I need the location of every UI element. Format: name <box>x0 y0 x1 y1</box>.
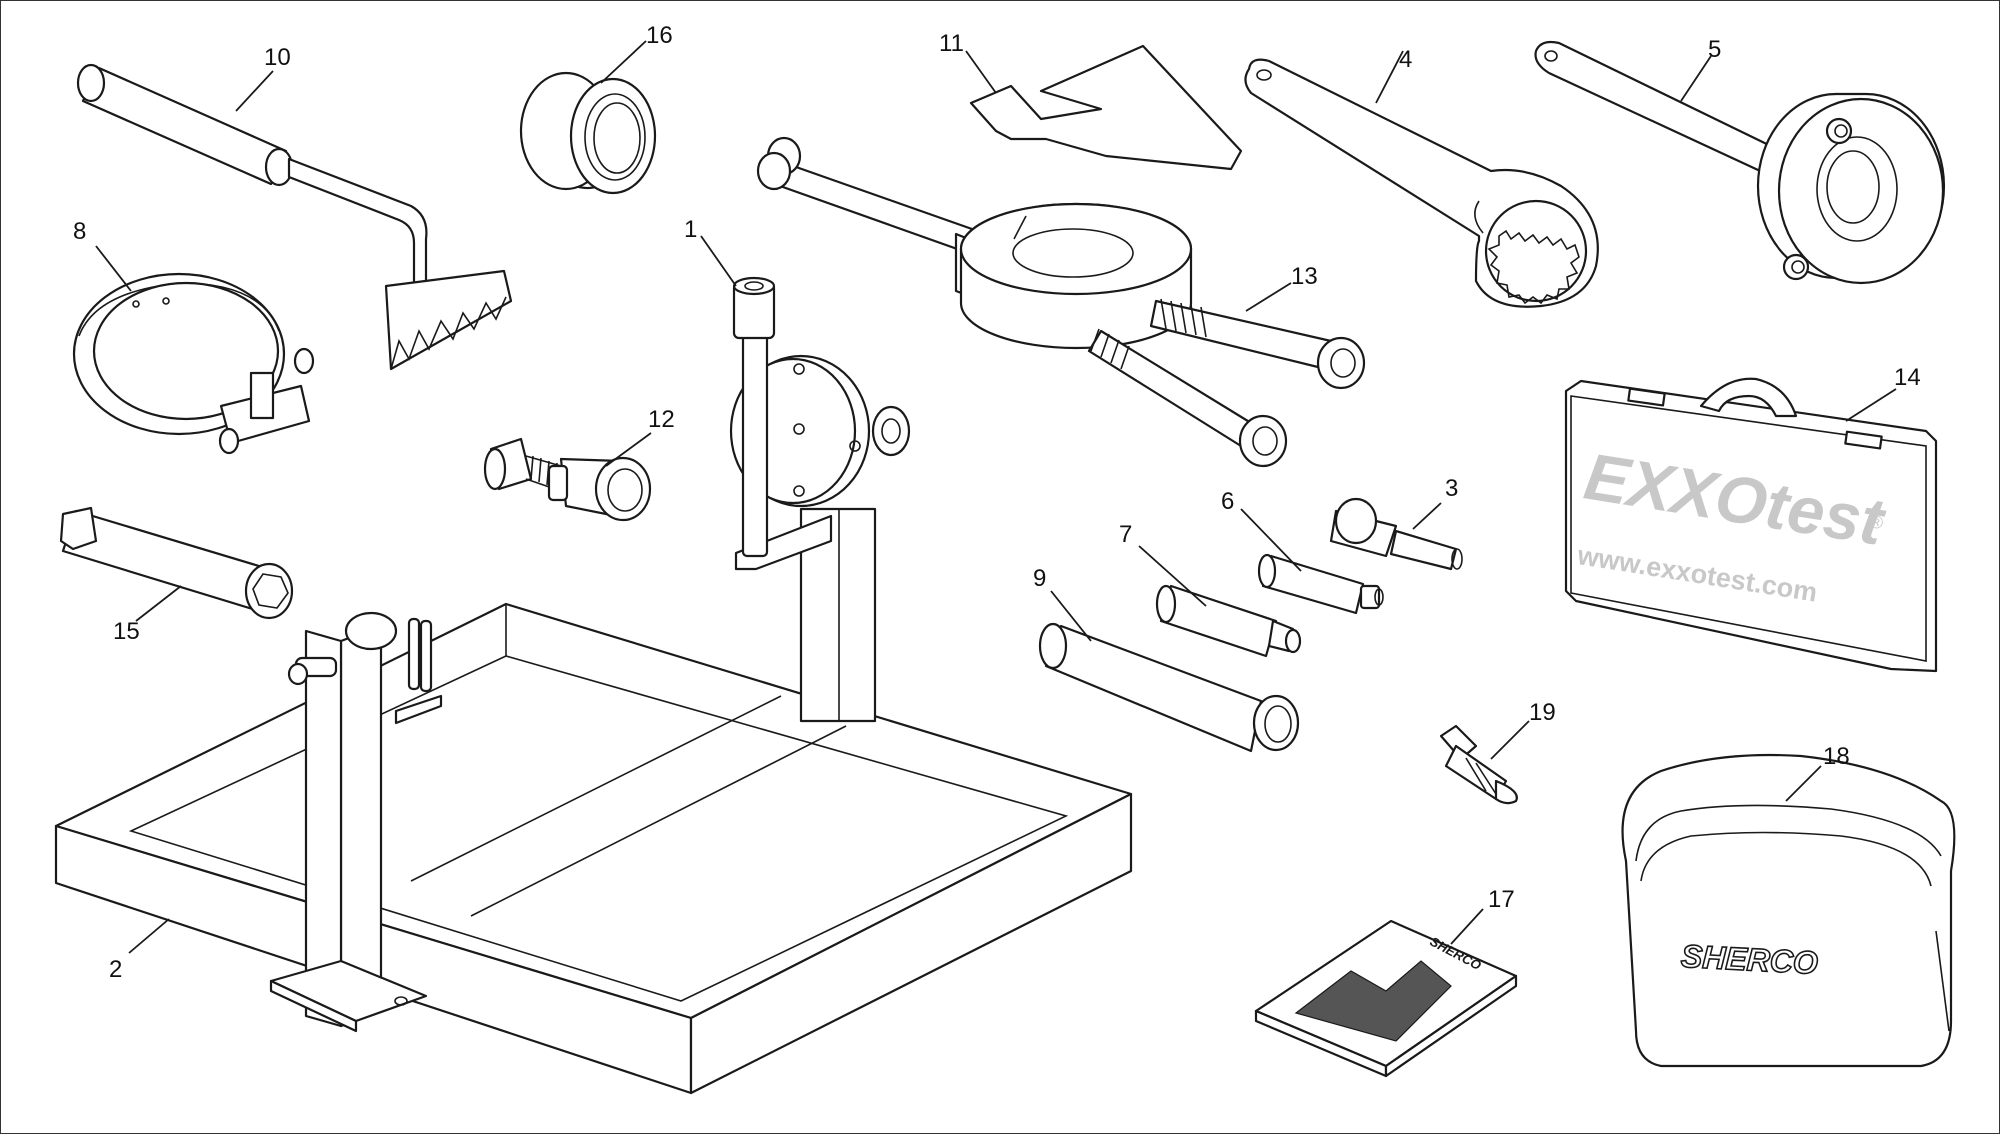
callout-16: 16 <box>646 22 673 49</box>
part-12-puller <box>483 437 652 522</box>
part-19-connector <box>1439 724 1518 805</box>
part-6-pin <box>1257 553 1384 615</box>
callout-15: 15 <box>113 618 140 645</box>
callout-numbers: 1 2 3 4 5 6 7 8 9 10 11 12 13 14 15 16 1… <box>73 22 1921 983</box>
leader-lines <box>95 40 1897 954</box>
callout-8: 8 <box>73 218 86 245</box>
part-7-pin <box>1155 584 1302 658</box>
part-13-crank-tool <box>756 136 1366 468</box>
part-17-owners-manual: SHERCO <box>1254 919 1518 1078</box>
part-15-socket-tube <box>59 506 294 620</box>
part-10-handle-tool <box>76 63 513 371</box>
callout-13: 13 <box>1291 263 1318 290</box>
callout-11: 11 <box>939 30 964 57</box>
callout-10: 10 <box>264 44 291 71</box>
part-3-pin <box>1329 497 1463 571</box>
part-14-carry-case: EXXOtest ® www.exxotest.com <box>1564 377 1938 673</box>
callout-2: 2 <box>109 956 122 983</box>
callout-18: 18 <box>1823 743 1850 770</box>
part-5-flywheel-holder <box>1534 40 1946 285</box>
callout-1: 1 <box>684 216 697 243</box>
callout-6: 6 <box>1221 488 1234 515</box>
part-4-spanner-wrench <box>1244 58 1599 308</box>
callout-7: 7 <box>1119 521 1132 548</box>
part-8-ring-clamp <box>72 272 315 455</box>
callout-14: 14 <box>1894 364 1921 391</box>
part-16-bushing <box>519 71 657 195</box>
part-1-engine-stand <box>729 276 911 723</box>
callout-3: 3 <box>1445 475 1458 502</box>
part-9-sleeve <box>1038 622 1300 753</box>
callout-19: 19 <box>1529 699 1556 726</box>
callout-5: 5 <box>1708 36 1721 63</box>
part-11-plate-gauge <box>969 44 1243 171</box>
callout-12: 12 <box>648 406 675 433</box>
bag-logo-text: SHERCO <box>1680 938 1819 981</box>
part-2-workstand-tray <box>54 602 1133 1095</box>
case-registered-mark: ® <box>1868 511 1884 533</box>
callout-9: 9 <box>1033 565 1046 592</box>
callout-4: 4 <box>1399 46 1412 73</box>
callout-17: 17 <box>1488 886 1515 913</box>
part-18-bag: SHERCO <box>1621 753 1956 1068</box>
